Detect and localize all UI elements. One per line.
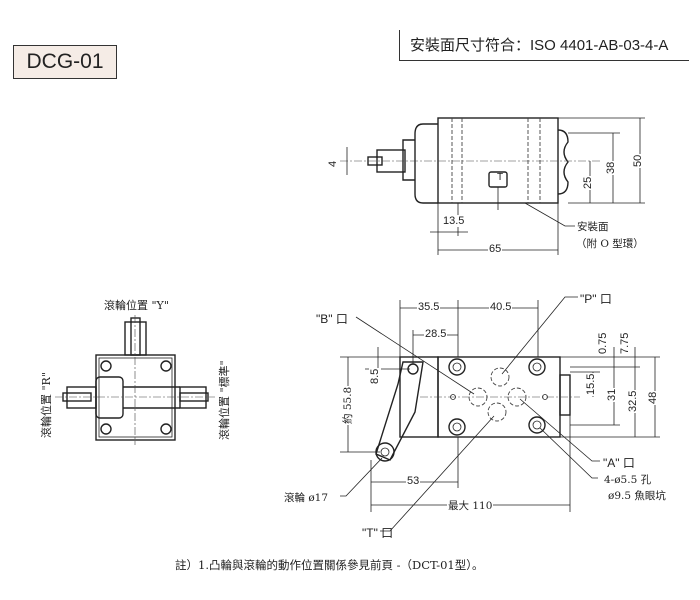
mounting-face-note: （附 O 型環） bbox=[576, 238, 644, 250]
dim-25: 25 bbox=[582, 175, 594, 190]
roller-position-standard: 滾輪位置 "標準" bbox=[218, 360, 231, 440]
dim-38: 38 bbox=[605, 160, 617, 175]
dim-max-110: 最大 110 bbox=[447, 498, 494, 513]
dim-0-75: 0.75 bbox=[597, 331, 609, 355]
dim-31: 31 bbox=[606, 387, 618, 402]
dim-40-5: 40.5 bbox=[489, 301, 513, 313]
counterbore-label: ø9.5 魚眼坑 bbox=[608, 490, 666, 502]
footnote: 註）1.凸輪與滾輪的動作位置關係參見前頁 -（DCT-01型）。 bbox=[175, 558, 484, 572]
dim-13-5: 13.5 bbox=[442, 215, 466, 227]
port-p-label: "P" 口 bbox=[580, 292, 612, 306]
dim-65: 65 bbox=[488, 243, 503, 255]
port-t-label: "T" 口 bbox=[362, 526, 394, 540]
port-b-label: "B" 口 bbox=[316, 312, 348, 326]
dim-35-5: 35.5 bbox=[417, 301, 441, 313]
roller-position-r: 滾輪位置 "R" bbox=[40, 372, 53, 438]
side-view-drawing bbox=[55, 315, 215, 445]
plan-view-drawing bbox=[340, 296, 660, 532]
model-label: DCG-01 bbox=[13, 45, 117, 79]
dim-8-5: 8.5 bbox=[369, 367, 381, 385]
dim-7-75: 7.75 bbox=[619, 331, 631, 355]
dim-28-5: 28.5 bbox=[424, 328, 448, 340]
roller-position-y: 滾輪位置 "Y" bbox=[104, 299, 169, 312]
top-view-drawing bbox=[340, 117, 645, 255]
port-a-label: "A" 口 bbox=[603, 456, 635, 470]
dim-55-8: 約 55.8 bbox=[340, 385, 355, 425]
dim-48: 48 bbox=[647, 390, 659, 405]
holes-label: 4-ø5.5 孔 bbox=[604, 474, 652, 486]
dim-50: 50 bbox=[632, 153, 644, 168]
dim-32-5: 32.5 bbox=[627, 389, 639, 413]
dim-53: 53 bbox=[406, 475, 421, 487]
dim-15-5: 15.5 bbox=[585, 372, 597, 396]
mounting-face-label: 安裝面 bbox=[577, 221, 609, 233]
roller-label: 滾輪 ø17 bbox=[284, 492, 329, 504]
mounting-standard: 安裝面尺寸符合：ISO 4401-AB-03-4-A bbox=[399, 30, 689, 61]
port-mark-t: T bbox=[497, 172, 504, 183]
dim-4: 4 bbox=[327, 159, 339, 168]
